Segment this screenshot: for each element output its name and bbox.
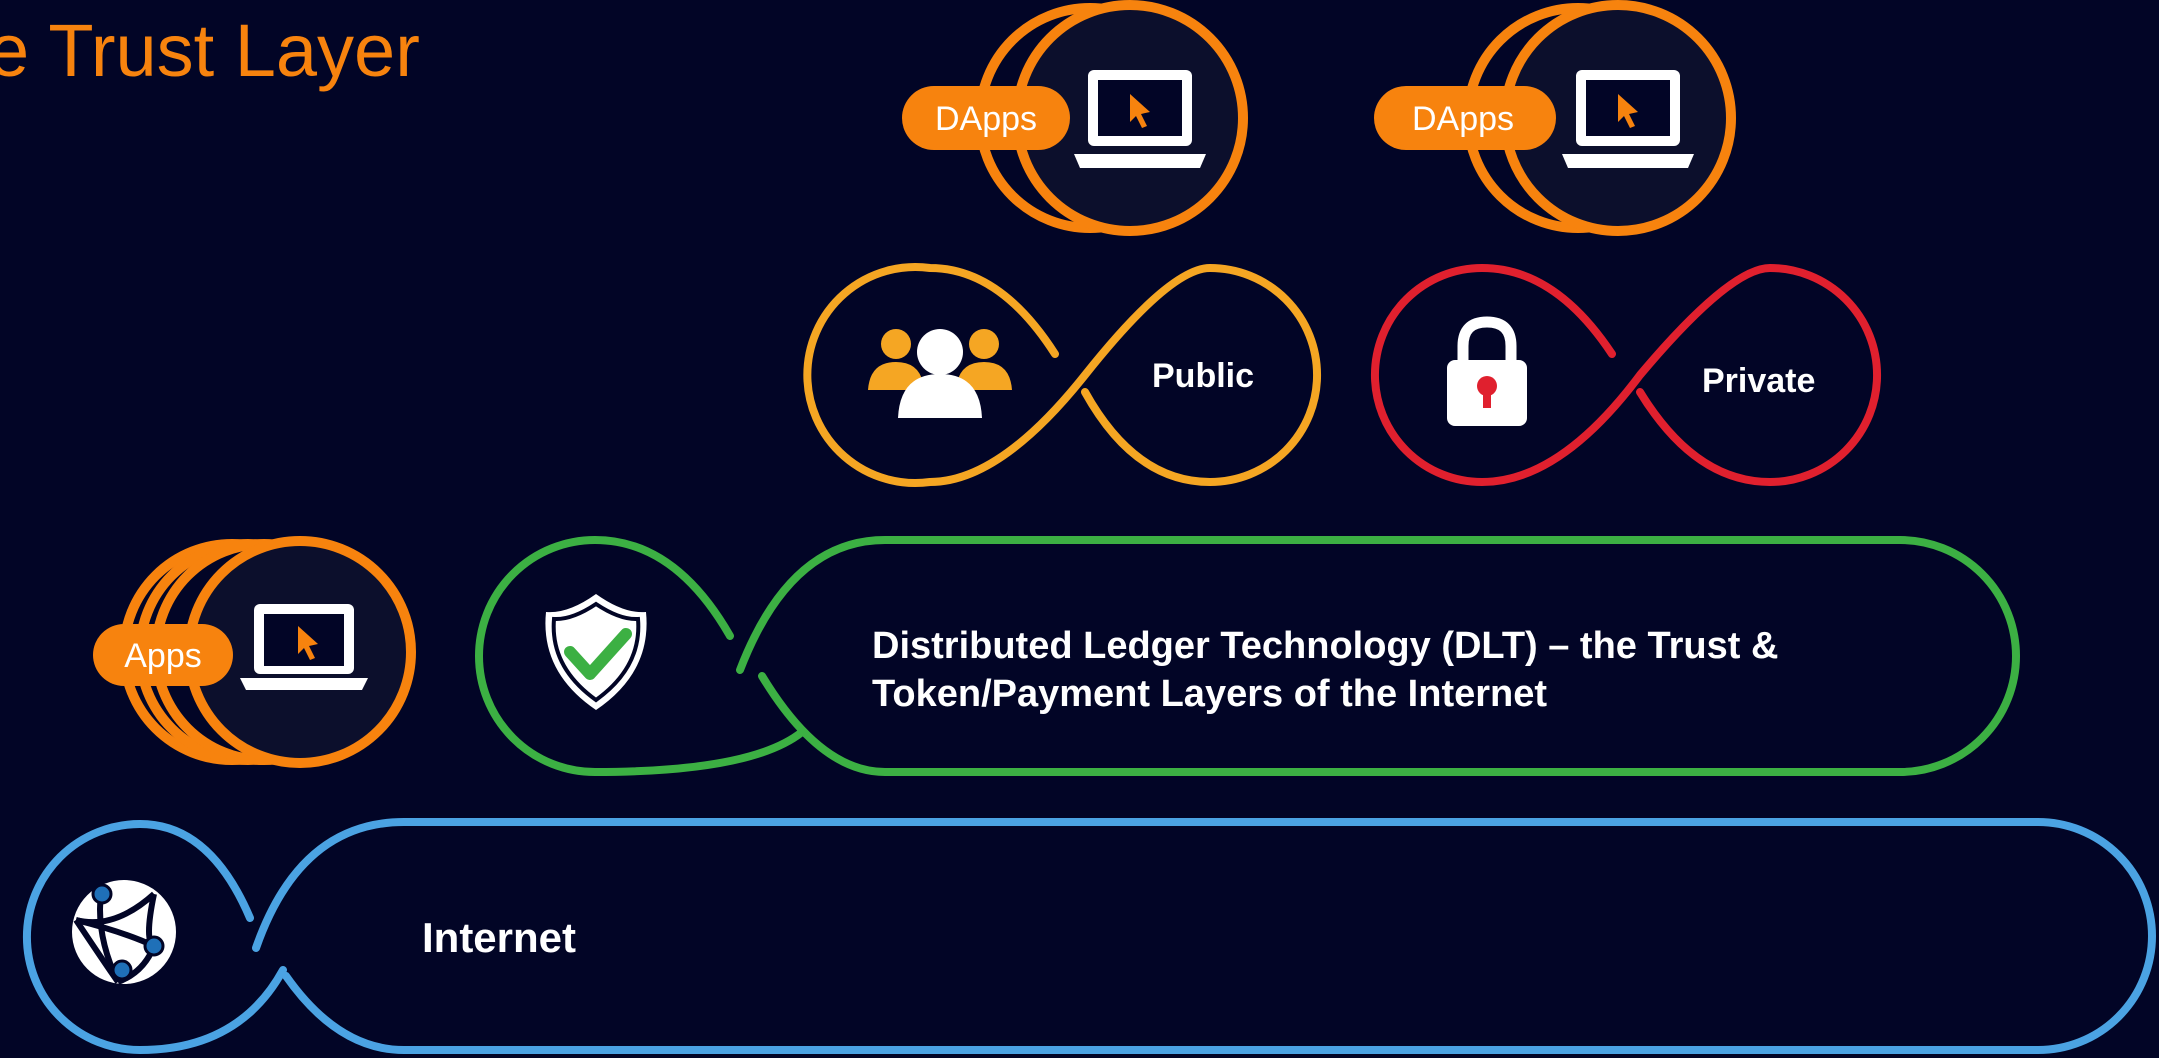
dlt-label-line1: Distributed Ledger Technology (DLT) – th…: [872, 625, 1778, 667]
padlock-icon: [1447, 316, 1527, 426]
laptop-icon: [1562, 70, 1694, 168]
public-infinity-shape: [803, 263, 1321, 487]
internet-label: Internet: [422, 914, 576, 961]
apps-stack: Apps: [93, 536, 416, 768]
public-layer: Public: [803, 263, 1321, 487]
page-title: e Trust Layer: [0, 9, 420, 92]
dlt-layer: Distributed Ledger Technology (DLT) – th…: [475, 535, 2020, 777]
internet-layer: Internet: [23, 818, 2156, 1055]
dlt-label-line2: Token/Payment Layers of the Internet: [872, 673, 1547, 715]
dlt-loop-shape: [475, 535, 806, 777]
people-icon: [868, 329, 1012, 418]
dapps-label-1: DApps: [935, 100, 1037, 138]
globe-network-icon: [72, 880, 176, 985]
dlt-bar-shape: [736, 536, 2020, 776]
laptop-icon: [240, 604, 368, 690]
internet-loop-shape: [23, 819, 287, 1055]
dapps-stack-2: DApps: [1374, 0, 1736, 236]
private-label: Private: [1702, 362, 1815, 400]
dapps-stack-1: DApps: [902, 0, 1248, 236]
dapps-label-2: DApps: [1412, 100, 1514, 138]
apps-label: Apps: [124, 637, 202, 675]
private-infinity-shape: [1371, 263, 1881, 487]
private-layer: Private: [1371, 263, 1881, 487]
internet-bar-shape: [252, 818, 2156, 1054]
public-label: Public: [1152, 357, 1254, 395]
shield-check-icon: [545, 594, 647, 710]
laptop-icon: [1074, 70, 1206, 168]
